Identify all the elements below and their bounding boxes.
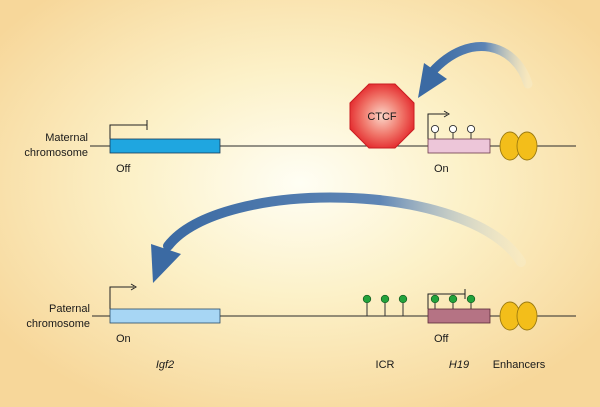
paternal-igf2-state: On <box>116 333 131 345</box>
maternal-h19-state: On <box>434 163 449 175</box>
methylated-cpg-icon <box>448 294 458 304</box>
methylated-cpg-icon <box>466 294 476 304</box>
unmethylated-cpg-icon <box>448 124 458 134</box>
maternal-chromosome-group: Maternal chromosome Off CTCF On <box>24 42 576 175</box>
paternal-chromosome-group: Paternal chromosome On Off <box>26 192 576 345</box>
methylated-cpg-icon <box>398 294 408 304</box>
maternal-igf2-state: Off <box>116 163 131 175</box>
maternal-enhancer-icon <box>516 131 538 161</box>
paternal-enhancer-icon <box>516 301 538 331</box>
paternal-h19-methylation <box>430 294 476 309</box>
paternal-arrowhead-icon <box>151 244 181 283</box>
maternal-arrowhead-icon <box>418 63 447 98</box>
maternal-h19-gene <box>427 138 491 154</box>
paternal-igf2-arrow-icon <box>130 283 137 291</box>
paternal-igf2-gene <box>109 308 221 324</box>
label-h19: H19 <box>449 359 469 371</box>
ctcf-octagon-icon <box>349 83 415 149</box>
unmethylated-cpg-icon <box>466 124 476 134</box>
paternal-h19-promoter <box>427 293 465 309</box>
paternal-enhancer-arrow <box>163 192 526 267</box>
paternal-label-line1: Paternal <box>49 303 90 315</box>
label-igf2: Igf2 <box>156 359 174 371</box>
label-enhancers: Enhancers <box>493 359 546 371</box>
ctcf-label: CTCF <box>367 111 397 123</box>
methylated-cpg-icon <box>380 294 390 304</box>
label-icr: ICR <box>376 359 395 371</box>
maternal-label-line2: chromosome <box>24 147 88 159</box>
paternal-label-line2: chromosome <box>26 318 90 330</box>
unmethylated-cpg-icon <box>430 124 440 134</box>
maternal-icr-lollipops <box>430 124 476 139</box>
methylated-cpg-icon <box>362 294 372 304</box>
maternal-igf2-promoter <box>109 124 147 139</box>
paternal-h19-gene <box>427 308 491 324</box>
maternal-h19-promoter <box>427 113 447 139</box>
methylated-cpg-icon <box>430 294 440 304</box>
paternal-h19-state: Off <box>434 333 449 345</box>
maternal-enhancer-arrow <box>427 42 533 89</box>
paternal-icr-lollipops <box>362 294 408 316</box>
gene-labels: Igf2 ICR H19 Enhancers <box>156 359 546 371</box>
maternal-label-line1: Maternal <box>45 132 88 144</box>
maternal-h19-arrow-icon <box>443 110 450 118</box>
maternal-igf2-gene <box>109 138 221 154</box>
paternal-igf2-promoter <box>109 286 134 309</box>
